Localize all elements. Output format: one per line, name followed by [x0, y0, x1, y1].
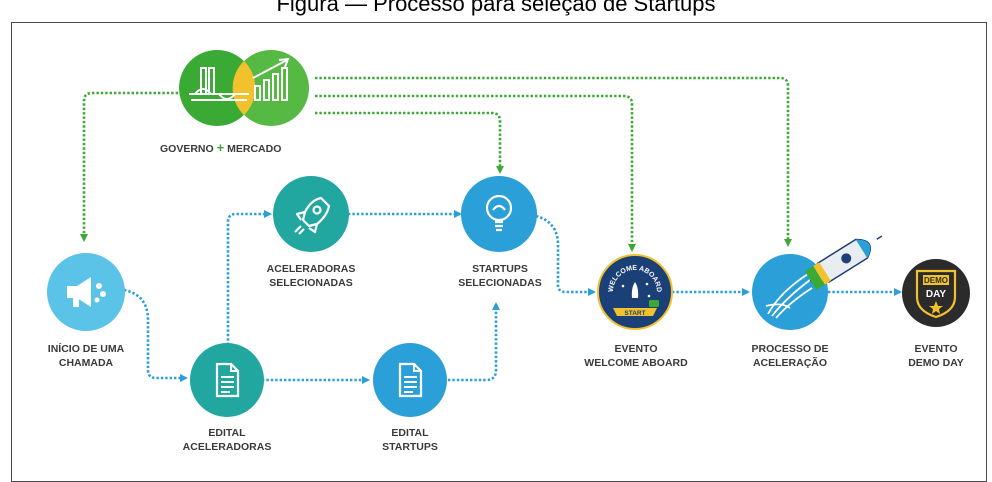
document-icon [398, 362, 423, 398]
aceleradoras-sel-line1: ACELERADORAS [266, 263, 356, 275]
welcome-label-line1: EVENTO [614, 343, 658, 355]
link-edital-aceleradoras-aceleradoras-sel [226, 210, 272, 345]
link-governo-inicio [80, 91, 178, 242]
demo-day-label: EVENTO DEMO DAY [888, 342, 984, 370]
demo-day-node: DEMO DAY [902, 259, 970, 327]
edital-startups-node [373, 343, 447, 417]
link-governo-welcome [315, 94, 636, 252]
link-inicio-edital-aceleradoras [123, 288, 188, 382]
megaphone-icon [67, 277, 106, 307]
demo-day-label-line2: DEMO DAY [908, 357, 964, 369]
aceleradoras-selecionadas-node [273, 176, 349, 252]
welcome-aboard-node: WELCOME ABOARD START [597, 254, 673, 330]
welcome-label-line2: WELCOME ABOARD [584, 357, 688, 369]
processo-aceleracao-label: PROCESSO DE ACELERAÇÃO [735, 342, 845, 370]
governo-label: GOVERNO [160, 143, 214, 155]
figure-title: Figura — Processo para seleção de Startu… [276, 0, 716, 16]
rocket-icon [294, 196, 331, 235]
welcome-aboard-label: EVENTO WELCOME ABOARD [578, 342, 694, 370]
demo-badge-line1: DEMO [924, 276, 948, 285]
inicio-label-line2: CHAMADA [58, 357, 114, 369]
edital-startups-line2: STARTUPS [382, 441, 438, 453]
connector-lines [80, 76, 902, 384]
aceleradoras-selecionadas-label: ACELERADORAS SELECIONADAS [256, 262, 366, 290]
processo-label-line2: ACELERAÇÃO [752, 357, 828, 369]
processo-label-line1: PROCESSO DE [751, 343, 829, 355]
edital-startups-label: EDITAL STARTUPS [360, 426, 460, 454]
edital-startups-line1: EDITAL [391, 427, 429, 439]
inicio-label-line1: INÍCIO DE UMA [47, 343, 125, 355]
document-icon [215, 362, 240, 398]
demo-day-label-line1: EVENTO [914, 343, 958, 355]
governo-mercado-label: GOVERNO + MERCADO [160, 140, 281, 155]
startups-selecionadas-node [461, 176, 537, 252]
congress-and-growth-chart-icon [179, 50, 309, 126]
startups-selecionadas-label: STARTUPS SELECIONADAS [448, 262, 552, 290]
rocket-overlay-icon [804, 235, 883, 290]
governo-mercado-node [175, 48, 315, 128]
edital-aceleradoras-label: EDITAL ACELERADORAS [172, 426, 282, 454]
edital-aceleradoras-node [190, 343, 264, 417]
welcome-badge-ribbon: START [624, 310, 645, 317]
demo-day-shield-icon: DEMO DAY [915, 269, 957, 319]
link-edital-startups-startups-sel [448, 302, 500, 382]
inicio-chamada-node [47, 253, 125, 331]
mercado-label: MERCADO [227, 143, 282, 155]
link-governo-startups [315, 111, 504, 174]
welcome-aboard-badge-icon: WELCOME ABOARD START [608, 265, 662, 317]
inicio-chamada-label: INÍCIO DE UMA CHAMADA [40, 342, 132, 370]
startups-sel-line2: SELECIONADAS [458, 277, 542, 289]
edital-aceleradoras-line1: EDITAL [208, 427, 246, 439]
lightbulb-icon [485, 194, 513, 232]
edital-aceleradoras-line2: ACELERADORAS [182, 441, 272, 453]
link-startups-sel-welcome [535, 214, 596, 296]
plus-sign: + [216, 140, 225, 155]
aceleradoras-sel-line2: SELECIONADAS [269, 277, 353, 289]
startups-sel-line1: STARTUPS [472, 263, 528, 275]
link-governo-demoday [315, 76, 792, 247]
demo-badge-line2: DAY [926, 289, 947, 300]
rocket-launch-icon [765, 273, 813, 319]
